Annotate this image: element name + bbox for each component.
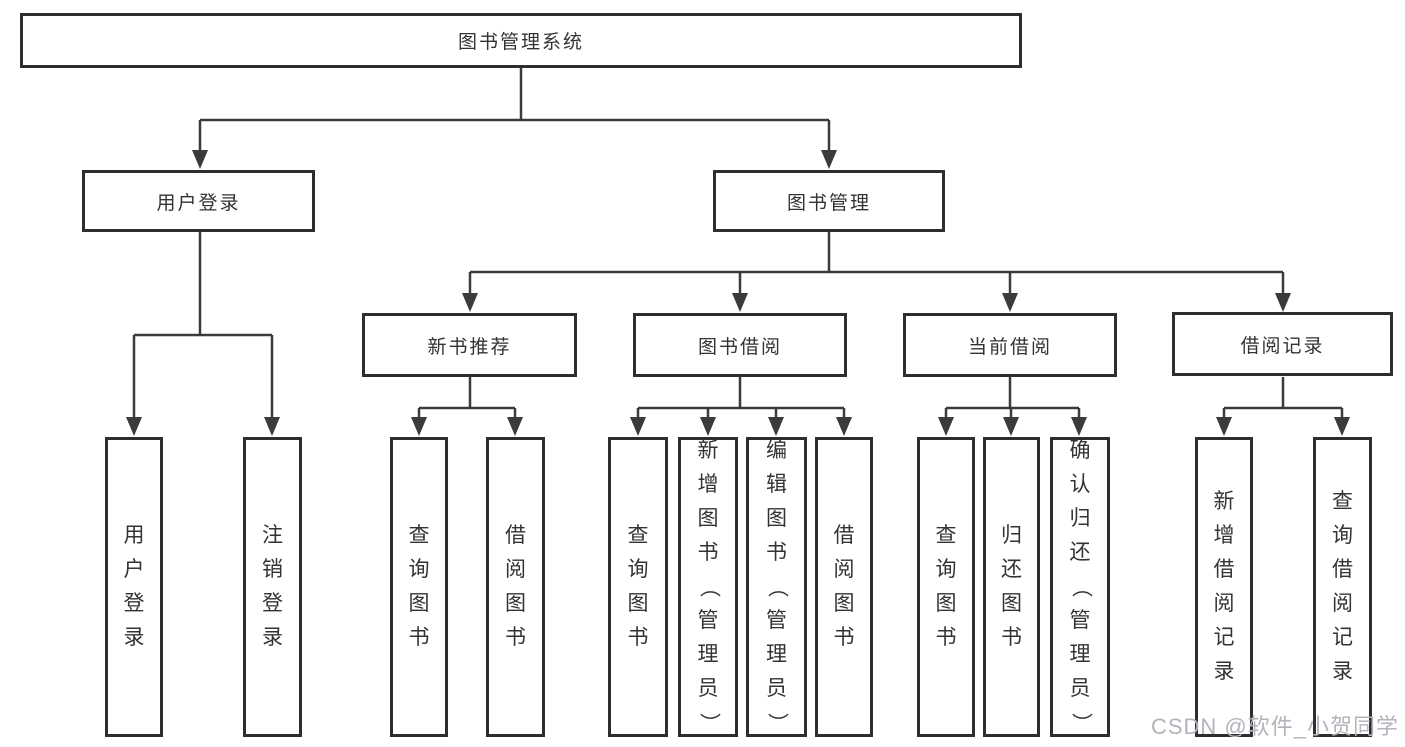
node-current-borrowing: 当前借阅 — [903, 313, 1117, 377]
arrowhead — [192, 150, 208, 169]
node-user-login-label: 用户登录 — [156, 192, 241, 214]
leaf-br-query-record: 查询借阅记录 — [1313, 437, 1372, 737]
leaf-logout-label: 注销登录 — [262, 524, 283, 649]
leaf-br-query-record-label: 查询借阅记录 — [1332, 490, 1353, 683]
node-new-book-recommendation-label: 新书推荐 — [427, 336, 512, 358]
leaf-rec-borrow-books-label: 借阅图书 — [505, 524, 526, 649]
arrowhead — [732, 293, 748, 312]
leaf-br-add-record: 新增借阅记录 — [1195, 437, 1253, 737]
arrowhead — [126, 417, 142, 436]
leaf-logout: 注销登录 — [243, 437, 302, 737]
node-current-borrowing-label: 当前借阅 — [967, 336, 1052, 358]
arrowhead — [462, 293, 478, 312]
leaf-rec-query-books: 查询图书 — [390, 437, 448, 737]
arrowhead — [630, 417, 646, 436]
node-book-borrowing-label: 图书借阅 — [697, 336, 782, 358]
leaf-bb-borrow-books: 借阅图书 — [815, 437, 873, 737]
leaf-user-login: 用户登录 — [105, 437, 163, 737]
node-new-book-recommendation: 新书推荐 — [362, 313, 577, 377]
arrowhead — [1002, 293, 1018, 312]
leaf-bb-add-books-admin-label: 新增图书（管理员） — [697, 439, 720, 734]
leaf-cb-return-books-label: 归还图书 — [1001, 524, 1022, 649]
node-borrowing-records-label: 借阅记录 — [1240, 335, 1325, 357]
arrowhead — [836, 417, 852, 436]
leaf-cb-query-books-label: 查询图书 — [935, 524, 957, 649]
arrowhead — [507, 417, 523, 436]
leaf-cb-return-books: 归还图书 — [983, 437, 1040, 737]
node-user-login: 用户登录 — [82, 170, 315, 232]
arrowhead — [264, 417, 280, 436]
leaf-cb-query-books: 查询图书 — [917, 437, 975, 737]
connector-root-to-level2 — [192, 68, 837, 169]
arrowhead — [1275, 293, 1291, 312]
leaf-bb-edit-books-admin-label: 编辑图书（管理员） — [765, 439, 789, 734]
arrowhead — [411, 417, 427, 436]
connector-bookborrow-to-leaves — [630, 377, 852, 436]
leaf-rec-query-books-label: 查询图书 — [408, 524, 430, 649]
arrowhead — [1216, 417, 1232, 436]
leaf-bb-add-books-admin: 新增图书（管理员） — [678, 437, 738, 737]
arrowhead — [821, 150, 837, 169]
leaf-cb-confirm-return-admin: 确认归还（管理员） — [1050, 437, 1110, 737]
node-root-label: 图书管理系统 — [457, 32, 584, 53]
leaf-rec-borrow-books: 借阅图书 — [486, 437, 545, 737]
leaf-bb-borrow-books-label: 借阅图书 — [833, 524, 855, 649]
csdn-watermark: CSDN @软件_小贺同学 — [1150, 714, 1399, 739]
leaf-bb-query-books: 查询图书 — [608, 437, 668, 737]
connector-userlogin-to-leaves — [126, 232, 280, 436]
node-book-management: 图书管理 — [713, 170, 945, 232]
node-book-borrowing: 图书借阅 — [633, 313, 847, 377]
leaf-bb-edit-books-admin: 编辑图书（管理员） — [746, 437, 807, 737]
leaf-br-add-record-label: 新增借阅记录 — [1213, 490, 1235, 683]
connector-currentborrow-to-leaves — [938, 377, 1087, 436]
node-root: 图书管理系统 — [20, 13, 1022, 68]
connector-borrowrecords-to-leaves — [1216, 377, 1350, 436]
arrowhead — [1334, 417, 1350, 436]
connector-newbookrec-to-leaves — [411, 377, 523, 436]
node-borrowing-records: 借阅记录 — [1172, 312, 1393, 376]
node-book-management-label: 图书管理 — [786, 192, 871, 214]
connector-bookmgmt-to-level3 — [462, 232, 1291, 312]
leaf-user-login-label: 用户登录 — [123, 524, 145, 649]
arrowhead — [1003, 417, 1019, 436]
leaf-bb-query-books-label: 查询图书 — [627, 524, 649, 649]
leaf-cb-confirm-return-admin-label: 确认归还（管理员） — [1069, 439, 1092, 734]
arrowhead — [938, 417, 954, 436]
